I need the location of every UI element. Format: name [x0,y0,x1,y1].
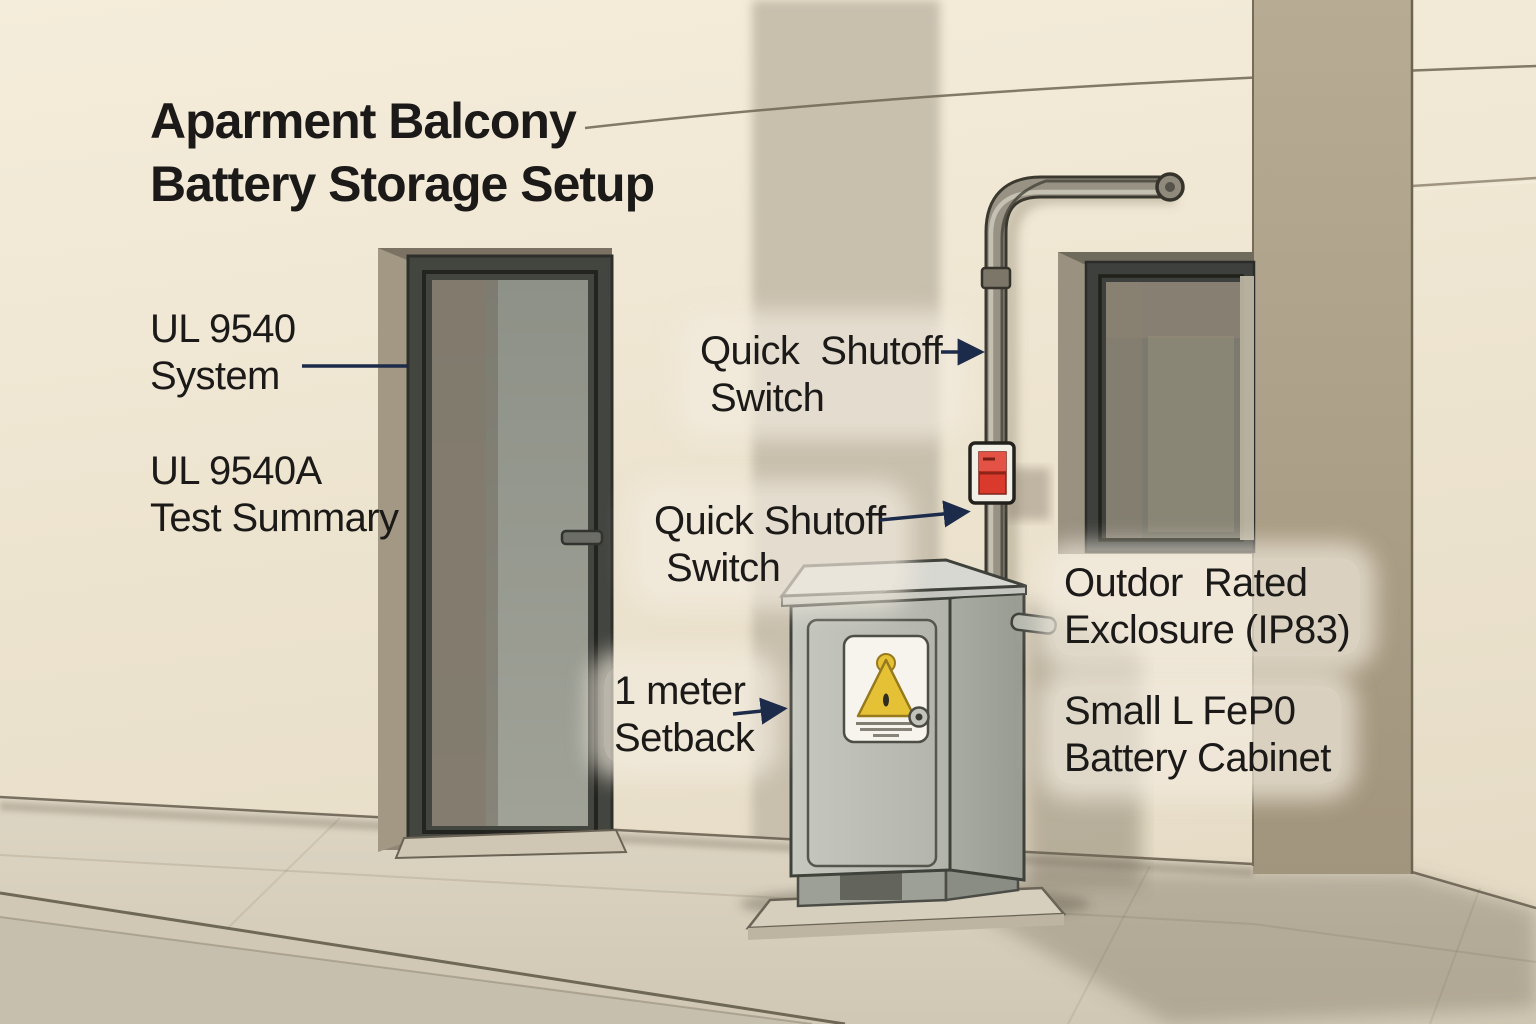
hazard-triangle-icon [842,634,930,744]
window [1058,252,1256,554]
red-rocker-switch-icon [968,441,1016,505]
cabinet-door-outline [806,618,938,868]
wall-joint-highlight [1411,181,1536,191]
door-reveal [378,248,412,852]
door-handle [560,529,604,546]
balcony-door [378,248,628,860]
cabinet-side [948,587,1026,882]
pipe-collar [980,266,1012,290]
window-sill-edge [1240,276,1254,540]
wall-joint-line [1411,176,1536,188]
door-threshold [394,828,628,860]
concrete-pad-edge [748,914,1064,940]
floor-shadow [985,872,1536,1024]
conduit-pipe [980,172,1185,912]
